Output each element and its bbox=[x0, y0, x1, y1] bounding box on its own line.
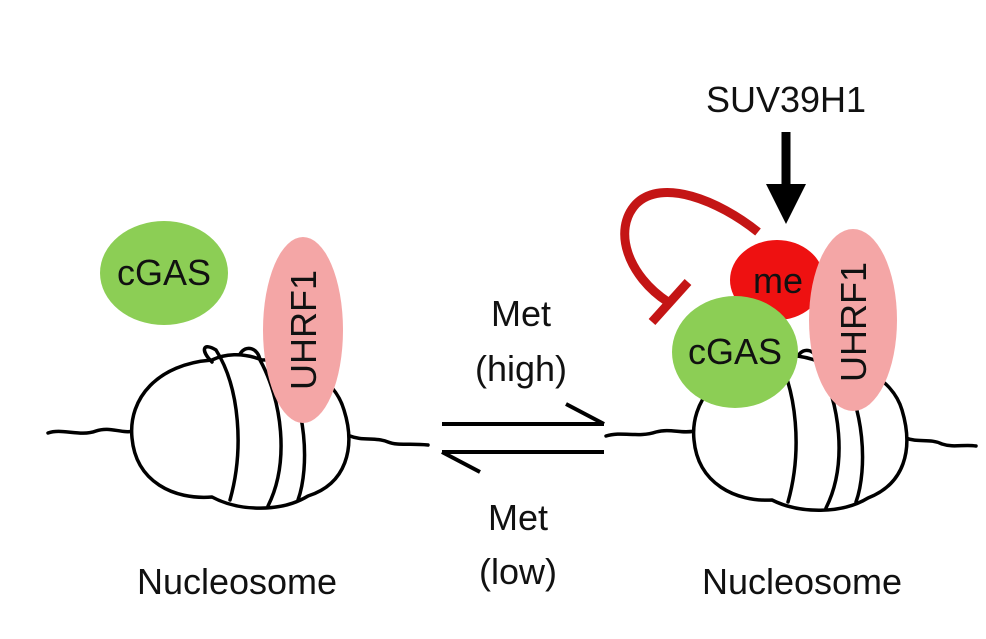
left-dna-linker-right bbox=[348, 434, 430, 447]
left-dna-linker-left bbox=[46, 427, 136, 435]
reverse-condition-line1: Met bbox=[488, 497, 548, 538]
inhibition-arc-curve bbox=[620, 188, 761, 306]
right-nucleosome-label: Nucleosome bbox=[702, 561, 902, 602]
left-cgas-protein bbox=[100, 221, 228, 325]
suv39h1-arrow bbox=[766, 132, 806, 224]
right-uhrf1-protein bbox=[809, 229, 897, 411]
left-dna-wrap-2 bbox=[238, 346, 283, 508]
right-uhrf1-label: UHRF1 bbox=[833, 262, 874, 382]
methyl-mark-label: me bbox=[753, 260, 803, 301]
right-dna-linker-right bbox=[904, 436, 978, 448]
suv39h1-label: SUV39H1 bbox=[706, 79, 866, 120]
left-dna-wrap-1 bbox=[202, 345, 240, 502]
inhibition-bar bbox=[648, 278, 692, 326]
suv39h1-arrow-head bbox=[766, 184, 806, 224]
inhibition-arc bbox=[620, 188, 761, 326]
forward-arrow-head bbox=[565, 402, 605, 426]
right-cgas-label: cGAS bbox=[688, 331, 782, 372]
right-dna-linker-left bbox=[604, 428, 696, 438]
left-uhrf1-label: UHRF1 bbox=[283, 270, 324, 390]
forward-condition-line1: Met bbox=[491, 293, 551, 334]
equilibrium-arrows bbox=[441, 402, 605, 474]
right-cgas-protein bbox=[672, 296, 798, 408]
left-nucleosome bbox=[46, 345, 430, 510]
reverse-condition-line2: (low) bbox=[479, 551, 557, 592]
left-uhrf1-protein bbox=[263, 237, 343, 423]
reverse-arrow-head bbox=[441, 450, 481, 474]
left-nucleosome-label: Nucleosome bbox=[137, 561, 337, 602]
left-cgas-label: cGAS bbox=[117, 252, 211, 293]
forward-condition-line2: (high) bbox=[475, 348, 567, 389]
